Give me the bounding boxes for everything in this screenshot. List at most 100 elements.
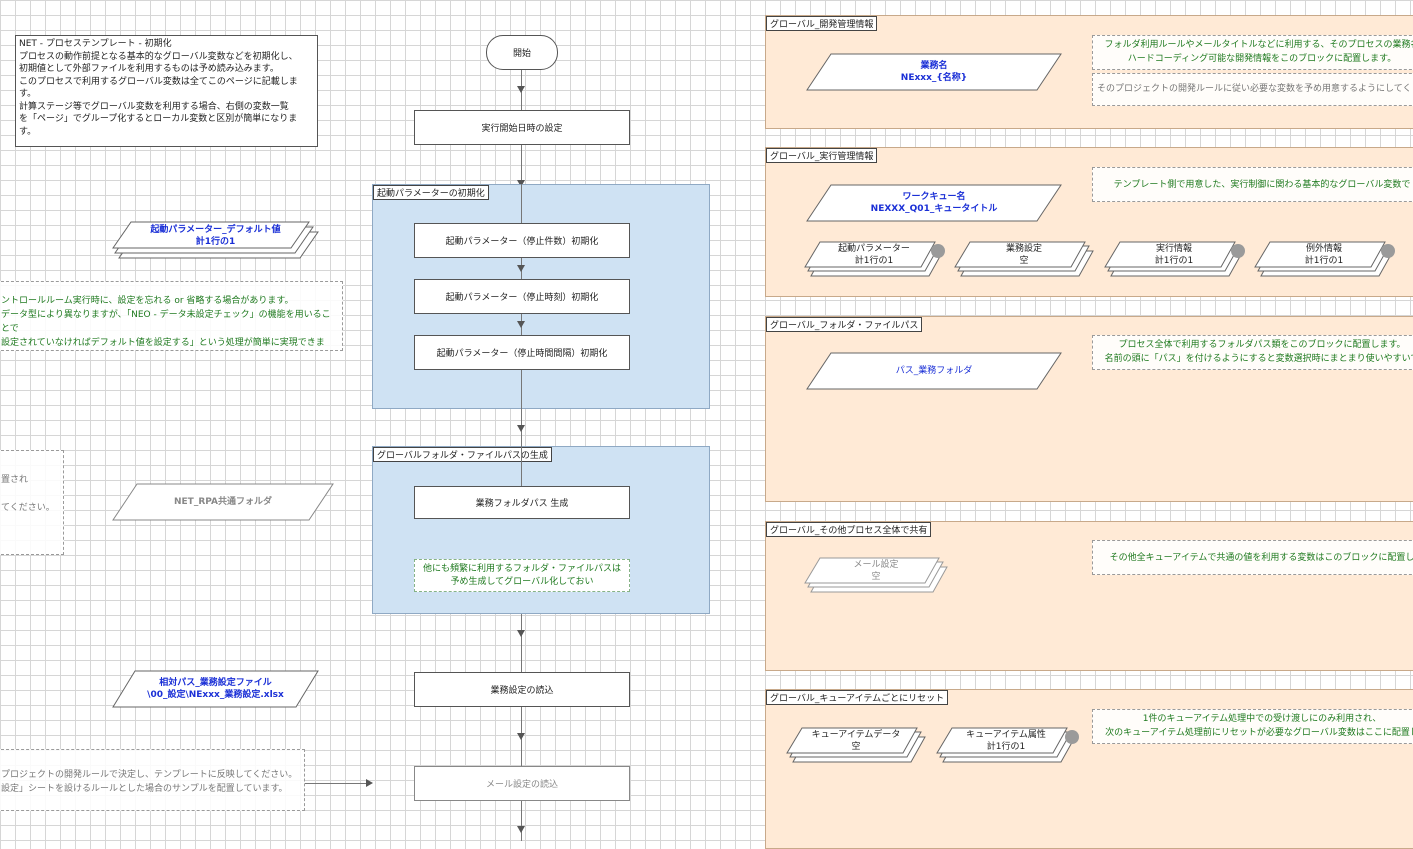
param-stop-count-step[interactable]: 起動パラメーター（停止件数）初期化 bbox=[414, 223, 630, 258]
block-title: グローバル_その他プロセス全体で共有 bbox=[766, 522, 932, 537]
collection-name: キューアイテム属性 bbox=[966, 730, 1046, 740]
note-line: 設定」シートを設けるルールとした場合のサンプルを配置しています。 bbox=[1, 784, 288, 794]
note-line: フォルダ利用ルールやメールタイトルなどに利用する、そのプロセスの業務名 bbox=[1104, 40, 1413, 50]
group-flow-line bbox=[521, 446, 522, 486]
collection-indicator-icon bbox=[1381, 244, 1395, 258]
collection-value: 空 bbox=[1019, 256, 1029, 266]
note-line: てください。 bbox=[1, 503, 55, 513]
note-connector bbox=[305, 783, 368, 784]
common-folder-data[interactable]: NET_RPA共通フォルダ bbox=[112, 483, 334, 521]
note-line: ントロールルーム実行時に、設定を忘れる or 省略する場合があります。 bbox=[1, 296, 294, 306]
collection-name: 起動パラメーター bbox=[838, 244, 910, 254]
block-title: グローバル_開発管理情報 bbox=[766, 16, 878, 31]
data-value-label: NEXXX_Q01_キュータイトル bbox=[870, 204, 998, 214]
arrow-down-icon bbox=[517, 733, 525, 740]
collection-indicator-icon bbox=[1231, 244, 1245, 258]
relative-path-data[interactable]: 相対パス_業務設定ファイル \00_設定\NExxx_業務設定.xlsx bbox=[112, 670, 319, 708]
note-line: データ型により異なりますが、「NEO - データ未設定チェック」の機能を用いるこ… bbox=[1, 310, 331, 334]
step-label: 起動パラメーター（停止時間間隔）初期化 bbox=[436, 349, 608, 359]
step-label: 業務設定の読込 bbox=[490, 686, 554, 696]
collection-value: 計1行の1 bbox=[986, 742, 1026, 752]
description-line: このプロセスで利用するグローバル変数は全てこのページに記載します。 bbox=[19, 76, 298, 100]
note-line: 次のキューアイテム処理前にリセットが必要なグローバル変数はここに配置し bbox=[1105, 728, 1413, 738]
read-mail-settings-step[interactable]: メール設定の読込 bbox=[414, 766, 630, 801]
note-line: その他全キューアイテムで共通の値を利用する変数はこのブロックに配置し bbox=[1109, 553, 1413, 563]
data-name-label: ワークキュー名 bbox=[902, 192, 966, 202]
read-business-settings-step[interactable]: 業務設定の読込 bbox=[414, 672, 630, 707]
param-default-value: 計1行の1 bbox=[195, 237, 236, 247]
dev-info-note: フォルダ利用ルールやメールタイトルなどに利用する、そのプロセスの業務名 ハードコ… bbox=[1092, 35, 1413, 70]
note-line: 予め生成してグローバル化しておい bbox=[450, 577, 594, 587]
mail-settings-collection[interactable]: メール設定 空 bbox=[804, 557, 948, 593]
collection-value: 計1行の1 bbox=[1304, 256, 1344, 266]
business-name-data[interactable]: 業務名 NExxx_{名称} bbox=[806, 53, 1062, 91]
startup-param-collection[interactable]: 起動パラメーター 計1行の1 bbox=[804, 241, 945, 277]
set-start-datetime-step[interactable]: 実行開始日時の設定 bbox=[414, 110, 630, 145]
start-label: 開始 bbox=[512, 49, 531, 59]
common-folder-label: NET_RPA共通フォルダ bbox=[174, 497, 272, 507]
work-queue-name-data[interactable]: ワークキュー名 NEXXX_Q01_キュータイトル bbox=[806, 184, 1062, 222]
arrow-down-icon bbox=[517, 265, 525, 272]
arrow-down-icon bbox=[517, 425, 525, 432]
queue-item-attr-collection[interactable]: キューアイテム属性 計1行の1 bbox=[936, 727, 1079, 763]
collection-name: キューアイテムデータ bbox=[811, 730, 901, 740]
business-settings-collection[interactable]: 業務設定 空 bbox=[954, 241, 1094, 277]
note-line: 設定されていなければデフォルト値を設定する」という処理が簡単に実現できます。 bbox=[1, 338, 325, 348]
folder-group-note: 他にも頻繁に利用するフォルダ・ファイルパスは 予め生成してグローバル化しておい bbox=[414, 559, 630, 592]
description-line: 計算ステージ等でグローバル変数を利用する場合、右側の変数一覧 bbox=[19, 101, 289, 112]
arrow-down-icon bbox=[517, 86, 525, 93]
arrow-down-icon bbox=[517, 180, 525, 187]
description-line: プロセスの動作前提となる基本的なグローバル変数などを初期化し、 bbox=[19, 51, 298, 62]
step-label: 起動パラメーター（停止時刻）初期化 bbox=[445, 293, 599, 303]
note-line: 1件のキューアイテム処理中での受け渡しにのみ利用され、 bbox=[1142, 714, 1382, 724]
collection-value: 計1行の1 bbox=[854, 256, 894, 266]
note-line: テンプレート側で用意した、実行制御に関わる基本的なグローバル変数で bbox=[1113, 180, 1411, 190]
exception-info-collection[interactable]: 例外情報 計1行の1 bbox=[1254, 241, 1395, 277]
description-line: を「ページ」でグループ化するとローカル変数と区別が簡単になります。 bbox=[19, 114, 298, 137]
collection-value: 空 bbox=[851, 742, 861, 752]
note-line: 置され bbox=[1, 475, 29, 485]
collection-indicator-icon bbox=[1065, 730, 1079, 744]
step-label: 実行開始日時の設定 bbox=[481, 124, 563, 134]
left-note-control-room: ントロールルーム実行時に、設定を忘れる or 省略する場合があります。 データ型… bbox=[0, 281, 343, 351]
arrow-down-icon bbox=[517, 630, 525, 637]
queue-item-note: 1件のキューアイテム処理中での受け渡しにのみ利用され、 次のキューアイテム処理前… bbox=[1092, 709, 1413, 744]
relative-path-name: 相対パス_業務設定ファイル bbox=[159, 678, 272, 688]
note-line: ハードコーディング可能な開発情報をこのブロックに配置します。 bbox=[1127, 54, 1397, 64]
business-folder-path-data[interactable]: パス_業務フォルダ bbox=[806, 352, 1062, 390]
param-default-data-stack[interactable]: 起動パラメーター_デフォルト値 計1行の1 bbox=[112, 221, 319, 259]
shared-note: その他全キューアイテムで共通の値を利用する変数はこのブロックに配置し bbox=[1092, 540, 1413, 575]
description-title: NET - プロセステンプレート - 初期化 bbox=[19, 39, 172, 49]
step-label: メール設定の読込 bbox=[485, 780, 558, 790]
description-line: 初期値として外部ファイルを利用するものは予め読み込みます。 bbox=[19, 64, 279, 74]
group-title: 起動パラメーターの初期化 bbox=[373, 185, 489, 200]
arrow-down-icon bbox=[517, 321, 525, 328]
queue-item-data-collection[interactable]: キューアイテムデータ 空 bbox=[786, 727, 926, 763]
collection-name: 実行情報 bbox=[1155, 244, 1192, 254]
param-stop-interval-step[interactable]: 起動パラメーター（停止時間間隔）初期化 bbox=[414, 335, 630, 370]
collection-name: メール設定 bbox=[853, 560, 899, 570]
step-label: 起動パラメーター（停止件数）初期化 bbox=[445, 237, 599, 247]
start-terminal[interactable]: 開始 bbox=[486, 35, 558, 70]
exec-info-note: テンプレート側で用意した、実行制御に関わる基本的なグローバル変数で bbox=[1092, 167, 1413, 202]
collection-name: 業務設定 bbox=[1005, 244, 1042, 254]
note-line: プロジェクトの開発ルールで決定し、テンプレートに反映してください。 bbox=[1, 770, 298, 780]
folder-path-note: プロセス全体で利用するフォルダパス類をこのブロックに配置します。 名前の頭に「パ… bbox=[1092, 335, 1413, 370]
collection-name: 例外情報 bbox=[1305, 244, 1342, 254]
data-name-label: パス_業務フォルダ bbox=[895, 366, 973, 376]
collection-value: 空 bbox=[871, 572, 881, 582]
note-line: プロセス全体で利用するフォルダパス類をこのブロックに配置します。 bbox=[1118, 340, 1406, 350]
note-line: そのプロジェクトの開発ルールに従い必要な変数を予め用意するようにしてく bbox=[1097, 84, 1412, 94]
note-line: 他にも頻繁に利用するフォルダ・ファイルパスは bbox=[422, 564, 621, 574]
left-note-mail: プロジェクトの開発ルールで決定し、テンプレートに反映してください。 設定」シート… bbox=[0, 749, 305, 811]
arrow-down-icon bbox=[517, 826, 525, 833]
block-title: グローバル_フォルダ・ファイルパス bbox=[766, 317, 923, 332]
block-title: グローバル_実行管理情報 bbox=[766, 148, 878, 163]
data-value-label: NExxx_{名称} bbox=[900, 73, 968, 83]
exec-info-collection[interactable]: 実行情報 計1行の1 bbox=[1104, 241, 1245, 277]
group-title: グローバルフォルダ・ファイルパスの生成 bbox=[373, 447, 552, 462]
param-stop-time-step[interactable]: 起動パラメーター（停止時刻）初期化 bbox=[414, 279, 630, 314]
business-folder-step[interactable]: 業務フォルダパス 生成 bbox=[414, 486, 630, 519]
note-line bbox=[1, 487, 59, 501]
step-label: 業務フォルダパス 生成 bbox=[475, 499, 569, 509]
